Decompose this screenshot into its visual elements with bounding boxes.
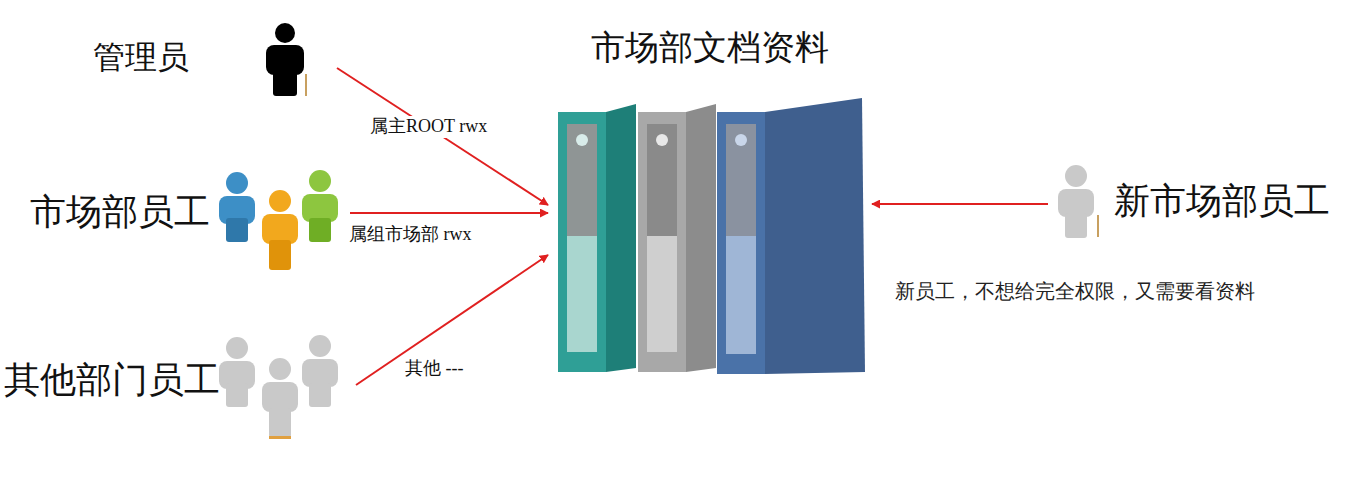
node-label: 管理员 (93, 38, 189, 76)
binder-label (567, 236, 597, 352)
person-head (309, 335, 331, 357)
binder-side (606, 104, 636, 372)
person-green (302, 170, 338, 242)
person-head (226, 337, 248, 359)
actor-node: 管理员 (85, 20, 337, 105)
person-grey (262, 358, 298, 439)
binder-side (686, 104, 716, 372)
person-legs (1065, 213, 1087, 238)
node-label: 其他部门员工 (4, 359, 220, 402)
binder-hole (735, 134, 747, 146)
arrow-connector (350, 212, 548, 214)
binder-label (647, 236, 677, 352)
person-legs (309, 383, 331, 407)
person-orange (262, 190, 298, 270)
person-legs (226, 383, 248, 407)
person-head (269, 190, 291, 212)
note-text: 新员工，不想给完全权限，又需要看资料 (895, 279, 1255, 303)
arrow-connector (356, 255, 548, 385)
node-label: 新市场部员工 (1114, 180, 1330, 223)
person-legs (273, 70, 297, 96)
actor-node: 新市场部员工 (1048, 160, 1340, 245)
person-head (309, 170, 331, 192)
person-body (1058, 189, 1094, 217)
person-legs (269, 408, 291, 438)
edge-label: 属组市场部 rwx (347, 224, 474, 246)
binder-label (726, 236, 756, 354)
person-accent (269, 436, 291, 439)
person-grey (219, 337, 255, 407)
actor-node: 市场部员工 (25, 165, 350, 270)
binder-teal (558, 104, 636, 372)
binder-label (647, 124, 677, 236)
market-staff-icons (219, 170, 338, 270)
binder-cover (765, 98, 865, 374)
person-head (226, 172, 248, 194)
person-accent (305, 74, 307, 96)
person-body (302, 359, 338, 387)
node-label: 市场部文档资料 (591, 28, 829, 69)
edge-label: 属主ROOT rwx (368, 116, 489, 138)
node-label: 市场部员工 (30, 191, 210, 234)
person-head (275, 23, 295, 43)
person-body (262, 382, 298, 412)
document-node: 市场部文档资料 (548, 22, 872, 377)
admin-icon (266, 23, 307, 96)
person-legs (309, 218, 331, 242)
edge-label: 其他 --- (403, 358, 465, 380)
person-blue (219, 172, 255, 242)
person-grey (302, 335, 338, 407)
binder-grey (638, 104, 716, 372)
binder-spine (558, 112, 606, 372)
binder-hole (656, 134, 668, 146)
binder-hole (576, 134, 588, 146)
person-legs (226, 218, 248, 242)
person-accent (1097, 215, 1099, 237)
new-staff-icon (1058, 165, 1099, 238)
other-staff-icons (219, 335, 338, 439)
person-legs (269, 240, 291, 270)
arrow-connector (337, 68, 548, 205)
binder-blue (717, 98, 865, 374)
binder-spine (638, 112, 686, 372)
binder-label (726, 124, 756, 236)
person-body (302, 194, 338, 222)
person-head (269, 358, 291, 380)
binder-label (567, 124, 597, 236)
arrow-connector (872, 203, 1048, 205)
binder-spine (717, 112, 765, 374)
person-body (262, 214, 298, 244)
person-head (1065, 165, 1087, 187)
actor-node: 其他部门员工 (4, 335, 356, 440)
